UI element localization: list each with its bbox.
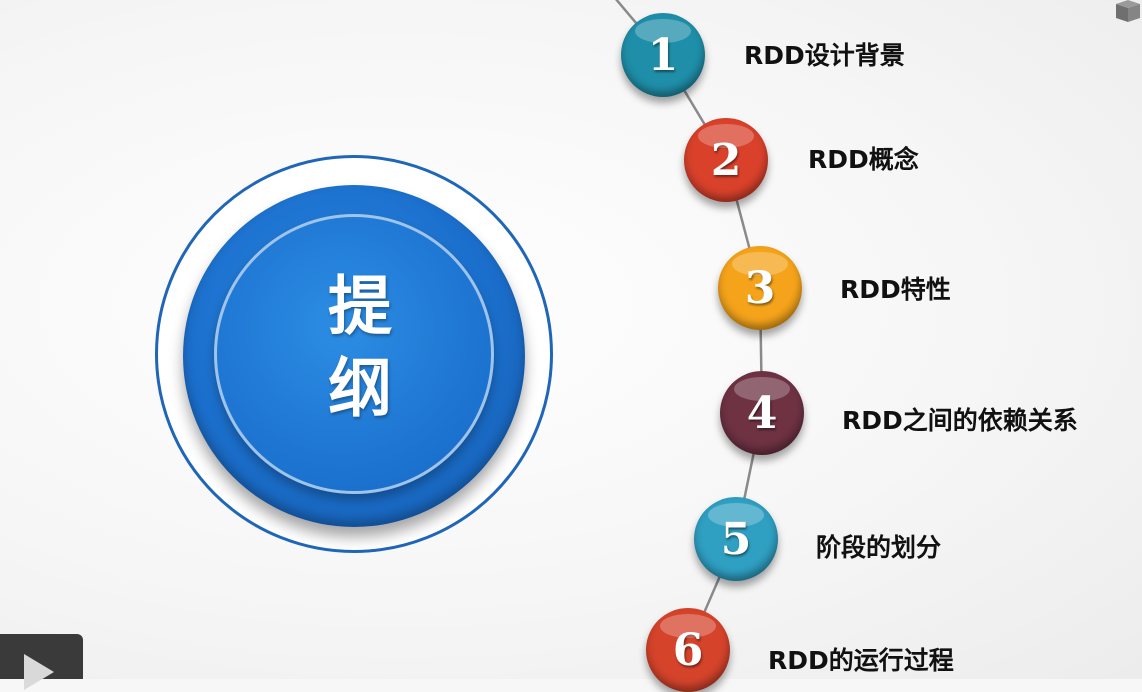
- outline-title: 提纲: [317, 272, 391, 436]
- outline-item-2-label: RDD概念: [808, 145, 919, 174]
- cube-logo-icon: [1116, 0, 1140, 22]
- play-button[interactable]: [0, 634, 83, 690]
- outline-item-6-number-badge: 6: [646, 608, 730, 692]
- outline-item-2-number-badge: 2: [684, 118, 768, 202]
- outline-item-1-number-badge: 1: [621, 13, 705, 97]
- play-icon: [24, 654, 54, 690]
- outline-item-6-label: RDD的运行过程: [768, 646, 954, 675]
- title-badge-inner-ring: [214, 214, 494, 494]
- outline-item-1-label: RDD设计背景: [744, 41, 905, 70]
- outline-item-5-number-badge: 5: [694, 497, 778, 581]
- outline-item-4-label: RDD之间的依赖关系: [842, 406, 1078, 435]
- outline-item-4-number-badge: 4: [720, 371, 804, 455]
- outline-item-5-label: 阶段的划分: [816, 533, 942, 562]
- outline-item-3-label: RDD特性: [840, 275, 951, 304]
- outline-item-3-number-badge: 3: [718, 246, 802, 330]
